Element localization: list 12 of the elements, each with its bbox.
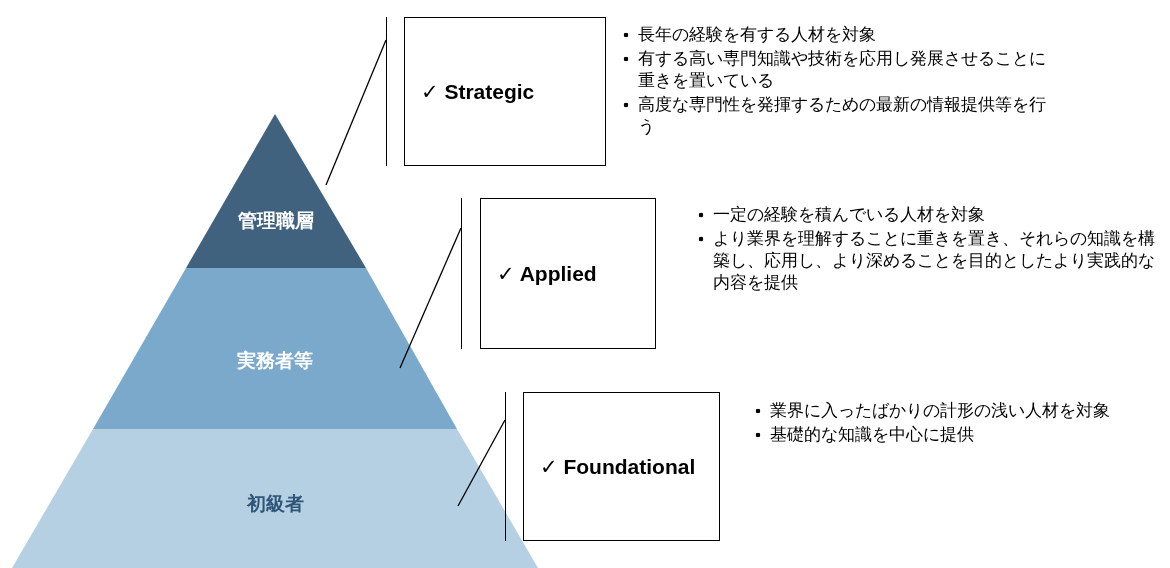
tier-label: 実務者等	[236, 349, 314, 373]
leader-line	[457, 419, 506, 507]
tier-label: 初級者	[245, 492, 305, 516]
pyramid-tier	[93, 268, 457, 429]
bullet-text: より業界を理解することに重きを置き、それらの知識を構築し、応用し、より深めることを目的としたより実践的な内容を提供	[695, 228, 1155, 294]
leader-line	[399, 227, 462, 369]
tier-label: 管理職層	[237, 209, 315, 233]
level-title: ✓ Applied	[496, 261, 597, 286]
leader-line	[325, 39, 387, 186]
level-title: ✓ Foundational	[539, 454, 696, 479]
level-title: ✓ Strategic	[420, 79, 535, 104]
pyramid-tier	[12, 429, 538, 568]
